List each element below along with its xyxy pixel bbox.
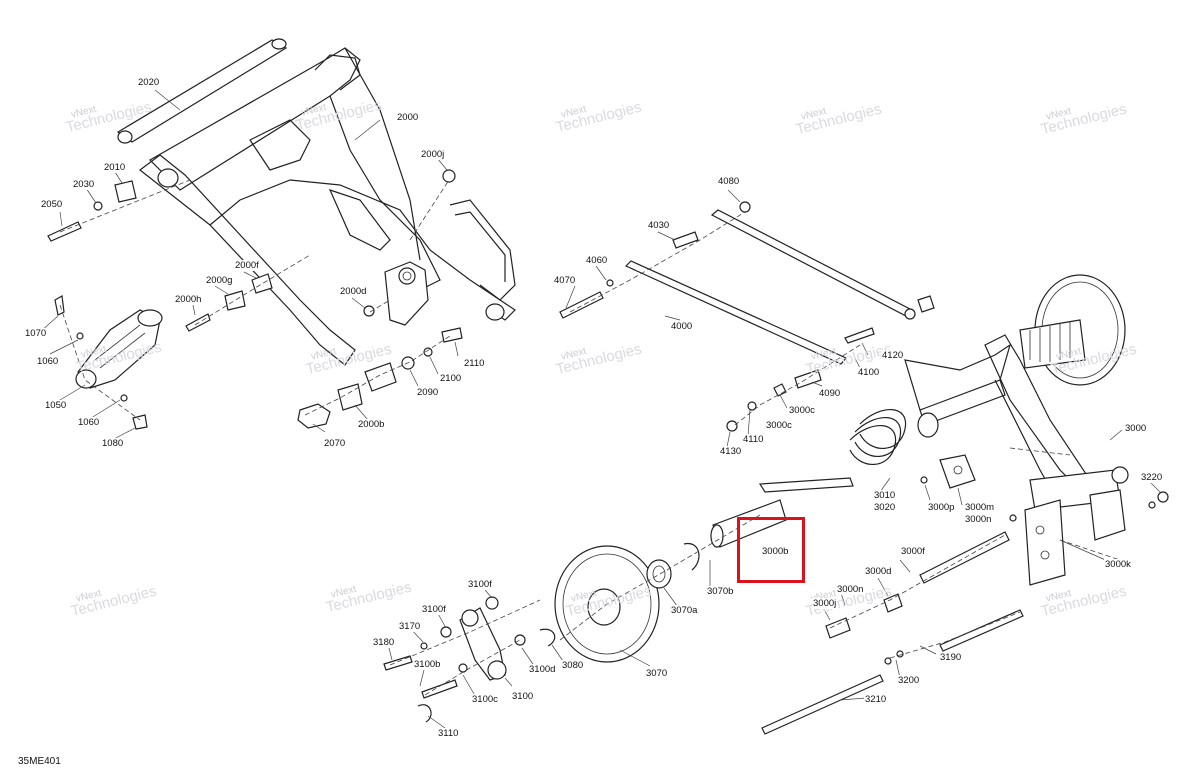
part-label-3100: 3100 [511,691,535,702]
idler-wheel-3070 [539,499,787,663]
part-label-3100b: 3100b [413,659,442,670]
part-label-3000n: 3000n [836,584,865,595]
part-label-2030: 2030 [72,179,96,190]
part-label-3100f: 3100f [467,579,493,590]
part-label-2000g: 2000g [205,275,234,286]
part-label-2000j: 2000j [420,149,446,160]
part-label-3000n: 3000n [964,514,993,525]
part-label-3080: 3080 [561,660,585,671]
part-label-3200: 3200 [897,675,921,686]
part-label-3110: 3110 [437,728,460,739]
rear-arm-3000 [758,274,1169,735]
part-label-1080: 1080 [101,438,125,449]
part-label-4080: 4080 [717,176,741,187]
part-label-3000c: 3000c [765,420,793,431]
part-label-3000j: 3000j [812,598,838,609]
part-label-3000k: 3000k [1104,559,1132,570]
part-label-2000f: 2000f [234,260,260,271]
highlight-box-3000b [737,517,805,583]
part-label-2000b: 2000b [357,419,386,430]
part-label-3000d: 3000d [864,566,893,577]
part-label-3000m: 3000m [964,502,996,513]
part-label-2050: 2050 [40,199,64,210]
part-label-3100c: 3100c [471,694,499,705]
part-label-3000: 3000 [1124,423,1148,434]
part-label-3070b: 3070b [706,586,735,597]
part-label-3220: 3220 [1140,472,1164,483]
part-label-3000b: 3000b [761,546,790,557]
part-label-1060: 1060 [36,356,60,367]
part-label-4070: 4070 [553,275,577,286]
part-label-3010: 3010 [873,490,897,501]
part-label-4110: 4110 [742,434,765,445]
part-label-3000p: 3000p [927,502,956,513]
part-label-3020: 3020 [873,502,897,513]
part-label-2110: 2110 [463,358,486,369]
lever-3100 [383,596,541,723]
diagram-code: 35ME401 [18,756,61,767]
part-label-3000c: 3000c [788,405,816,416]
part-label-3070: 3070 [645,668,669,679]
part-label-2010: 2010 [103,162,127,173]
bracket-1050 [54,295,163,430]
part-label-2100: 2100 [439,373,463,384]
part-label-4130: 4130 [719,446,743,457]
leader-lines [39,89,1161,729]
part-label-4030: 4030 [647,220,671,231]
part-label-4120: 4120 [881,350,905,361]
part-label-4060: 4060 [585,255,609,266]
part-label-1060: 1060 [77,417,101,428]
part-label-3180: 3180 [372,637,396,648]
part-label-4100: 4100 [857,367,881,378]
part-label-2090: 2090 [416,387,440,398]
part-label-2000d: 2000d [339,286,368,297]
part-label-3100d: 3100d [528,664,557,675]
part-label-3000f: 3000f [900,546,926,557]
part-label-3170: 3170 [398,621,422,632]
part-label-4000: 4000 [670,321,694,332]
part-label-3210: 3210 [864,694,888,705]
part-label-3190: 3190 [939,652,963,663]
part-label-2000h: 2000h [174,294,203,305]
tie-bars-4000 [559,201,935,432]
part-label-2020: 2020 [137,77,161,88]
part-label-1050: 1050 [44,400,68,411]
part-label-2070: 2070 [323,438,347,449]
front-arm-2000 [47,38,516,429]
part-label-4090: 4090 [818,388,842,399]
part-label-1070: 1070 [24,328,48,339]
part-label-3100f: 3100f [421,604,447,615]
part-label-2000: 2000 [396,112,420,123]
part-label-3070a: 3070a [670,605,699,616]
